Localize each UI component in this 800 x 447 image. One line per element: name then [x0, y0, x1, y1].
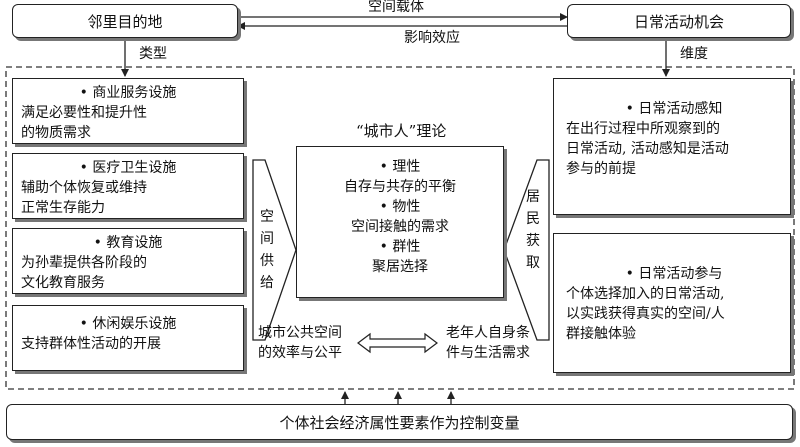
activity-desc-line: 日常活动, 活动感知是活动 [566, 141, 729, 157]
urban-public-space-text: 城市公共空间 的效率与公平 [258, 325, 342, 361]
supply-arrow [252, 159, 297, 341]
facility-title: • 商业服务设施 [79, 85, 177, 101]
theory-item-head: • 理性 [379, 159, 421, 175]
facility-desc-line: 满足必要性和提升性 [21, 105, 147, 121]
activity-desc-line: 在出行过程中所观察到的 [566, 121, 720, 137]
resident-obtain-label: 居民获取 [526, 189, 540, 271]
facility-desc-line: 辅助个体恢复或维持 [21, 180, 147, 196]
facility-desc-line: 正常生存能力 [21, 200, 105, 216]
daily-activity-opportunity-box: 日常活动机会 [567, 4, 791, 38]
facility-box-medical: • 医疗卫生设施 辅助个体恢复或维持 正常生存能力 [12, 153, 244, 219]
facility-title: • 休闲娱乐设施 [79, 316, 177, 332]
obtain-arrow [503, 159, 550, 341]
facility-desc-line: 支持群体性活动的开展 [21, 336, 161, 352]
elderly-conditions-text: 老年人自身条 件与生活需求 [446, 325, 530, 361]
theory-item-head: • 物性 [379, 199, 421, 215]
theory-item-text: 空间接触的需求 [351, 219, 449, 235]
theory-title: “城市人”理论 [356, 122, 447, 140]
facility-desc-line: 文化教育服务 [21, 275, 105, 291]
facility-desc-line: 为孙辈提供各阶段的 [21, 255, 147, 271]
control-variable-box: 个体社会经济属性要素作为控制变量 [6, 404, 793, 440]
activity-desc-line: 参与的前提 [566, 161, 636, 177]
facility-title: • 医疗卫生设施 [79, 160, 177, 176]
type-label: 类型 [139, 46, 167, 62]
activity-title: • 日常活动参与 [625, 266, 723, 282]
dimension-label: 维度 [680, 46, 708, 62]
facility-box-education: • 教育设施 为孙辈提供各阶段的 文化教育服务 [12, 228, 244, 294]
theory-box: • 理性 自存与共存的平衡 • 物性 空间接触的需求 • 群性 聚居选择 [296, 146, 504, 298]
activity-desc-line: 群接触体验 [566, 326, 636, 342]
dashed-frame [5, 66, 795, 390]
neighborhood-destination-box: 邻里目的地 [12, 4, 238, 38]
activity-title: • 日常活动感知 [625, 101, 723, 117]
activity-participation-box: • 日常活动参与 个体选择加入的日常活动, 以实践获得真实的空间/人 群接触体验 [553, 233, 791, 373]
activity-perception-box: • 日常活动感知 在出行过程中所观察到的 日常活动, 活动感知是活动 参与的前提 [553, 78, 791, 215]
facility-desc-line: 的物质需求 [21, 125, 91, 141]
activity-desc-line: 个体选择加入的日常活动, [566, 286, 725, 302]
spatial-supply-label: 空间供给 [260, 209, 274, 291]
control-variable-label: 个体社会经济属性要素作为控制变量 [279, 413, 520, 432]
double-arrow [357, 332, 438, 354]
theory-item-text: 自存与共存的平衡 [344, 179, 456, 195]
theory-item-head: • 群性 [379, 239, 421, 255]
neighborhood-destination-label: 邻里目的地 [87, 12, 163, 31]
daily-activity-opportunity-label: 日常活动机会 [633, 12, 724, 31]
arrow-bottom-label: 影响效应 [404, 30, 460, 46]
facility-title: • 教育设施 [93, 235, 163, 251]
facility-box-commercial: • 商业服务设施 满足必要性和提升性 的物质需求 [12, 78, 244, 144]
facility-box-leisure: • 休闲娱乐设施 支持群体性活动的开展 [12, 305, 244, 371]
theory-item-text: 聚居选择 [372, 259, 428, 275]
arrow-top-label: 空间载体 [368, 0, 424, 15]
activity-desc-line: 以实践获得真实的空间/人 [566, 306, 725, 322]
